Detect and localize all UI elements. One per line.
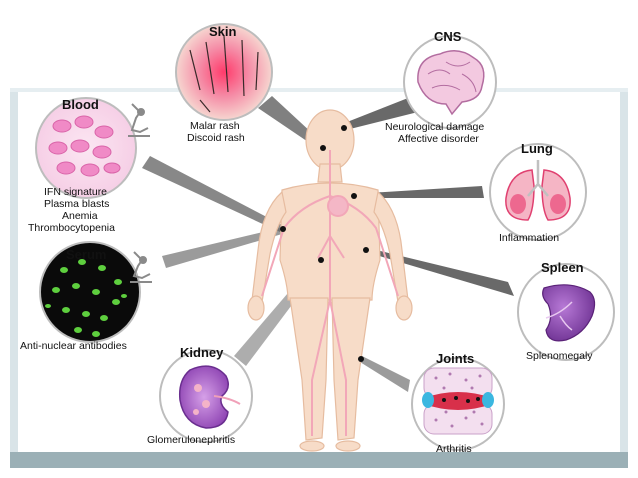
blood-finding-4: Thrombocytopenia xyxy=(28,222,115,234)
cns-circle xyxy=(403,35,497,129)
cns-finding-1: Neurological damage xyxy=(385,121,485,133)
dot-lung xyxy=(351,193,357,199)
skin-finding-2: Discoid rash xyxy=(187,132,245,144)
dot-blood xyxy=(280,226,286,232)
ray-spleen xyxy=(366,248,514,296)
blood-finding-3: Anemia xyxy=(62,210,98,222)
skin-title: Skin xyxy=(209,24,237,39)
skin-finding-1: Malar rash xyxy=(190,120,240,132)
dot-joints xyxy=(358,356,364,362)
right-foot xyxy=(335,440,361,452)
ray-cns xyxy=(342,98,418,130)
spleen-icon xyxy=(542,284,596,342)
lung-finding-1: Inflammation xyxy=(499,232,560,244)
dot-skin xyxy=(320,145,326,151)
ray-blood xyxy=(142,156,284,232)
joints-title: Joints xyxy=(436,351,475,366)
left-foot xyxy=(299,440,325,452)
serum-microscope-icon xyxy=(130,251,152,283)
red-blood-cells-icon xyxy=(48,115,121,177)
frame-right-border xyxy=(620,92,628,468)
ray-joints xyxy=(360,356,410,392)
lung-title: Lung xyxy=(521,141,553,156)
right-leg xyxy=(331,297,371,441)
cns-finding-2: Affective disorder xyxy=(398,133,479,145)
anchor-dots xyxy=(280,125,369,362)
serum-finding-1: Anti-nuclear antibodies xyxy=(20,340,127,352)
kidney-finding-1: Glomerulonephritis xyxy=(147,434,236,446)
left-hand xyxy=(247,295,265,321)
frame-top-border xyxy=(10,88,628,92)
skin-circle xyxy=(175,23,273,121)
dot-kidney xyxy=(318,257,324,263)
blood-microscope-icon xyxy=(128,103,150,137)
serum-title: Serum xyxy=(66,247,107,262)
ray-lung xyxy=(352,186,484,198)
right-hand xyxy=(395,295,413,321)
lung-circle xyxy=(489,143,587,241)
ray-serum xyxy=(162,228,282,268)
dot-spleen xyxy=(363,247,369,253)
blood-finding-2: Plasma blasts xyxy=(44,198,110,210)
joint-icon xyxy=(422,367,494,435)
dot-cns xyxy=(341,125,347,131)
spleen-circle xyxy=(517,263,615,361)
blood-finding-1: IFN signature xyxy=(44,186,108,198)
brain-icon xyxy=(417,50,485,116)
cns-title: CNS xyxy=(434,29,462,44)
human-body-figure xyxy=(247,109,413,452)
joints-circle xyxy=(411,357,505,451)
frame-bottom-bar xyxy=(10,452,628,468)
antibody-dots-icon xyxy=(45,259,127,337)
spleen-title: Spleen xyxy=(541,260,584,275)
left-leg xyxy=(289,297,329,441)
blood-circle xyxy=(35,97,137,199)
serum-circle xyxy=(39,241,141,343)
spleen-finding-1: Splenomegaly xyxy=(526,350,593,362)
joints-finding-1: Arthritis xyxy=(436,443,472,455)
lungs-icon xyxy=(505,160,571,221)
frame-left-border xyxy=(10,92,18,468)
blood-title: Blood xyxy=(62,97,99,112)
hair-strands-icon xyxy=(189,35,259,113)
kidney-title: Kidney xyxy=(180,345,224,360)
kidney-icon xyxy=(178,365,229,429)
blood-vessels xyxy=(261,150,399,436)
kidney-circle xyxy=(159,349,253,443)
